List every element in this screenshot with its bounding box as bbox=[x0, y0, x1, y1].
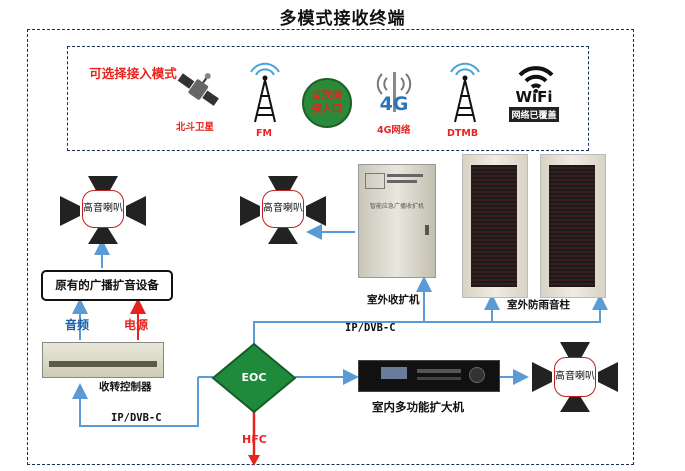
cabinet-handle bbox=[425, 225, 429, 235]
horn-speaker-icon bbox=[532, 342, 618, 412]
dtmb-label: DTMB bbox=[447, 128, 479, 139]
amp-display bbox=[381, 367, 407, 379]
indoor-amplifier-label: 室内多功能扩大机 bbox=[372, 400, 464, 414]
horn-speaker-middle: 高音喇叭 bbox=[232, 174, 334, 246]
indoor-amplifier bbox=[358, 360, 500, 392]
power-label: 电源 bbox=[124, 318, 149, 332]
horn-speaker-icon bbox=[240, 176, 326, 244]
horn-speaker-left: 高音喇叭 bbox=[52, 174, 154, 246]
ip-dvb-c-bottom-label: IP/DVB-C bbox=[111, 412, 162, 424]
source-panel bbox=[67, 46, 589, 151]
column-speaker-1 bbox=[462, 154, 528, 298]
wifi-label: 网络已覆盖 bbox=[509, 107, 559, 122]
speaker-label: 高音喇叭 bbox=[262, 190, 304, 228]
speaker-label: 高音喇叭 bbox=[82, 190, 124, 228]
audio-label: 音频 bbox=[65, 318, 90, 332]
controller-label: 收转控制器 bbox=[99, 381, 152, 393]
horn-speaker-right: 高音喇叭 bbox=[524, 340, 626, 414]
controller-panel bbox=[49, 361, 157, 367]
4g-icon: 4G bbox=[376, 72, 412, 115]
wifi-text: WiFi bbox=[515, 88, 553, 106]
ip-bus-line bbox=[253, 294, 608, 345]
internet-icon: 互联网接入口 bbox=[302, 78, 352, 128]
cabinet-text: 智能应急广播收扩机 bbox=[369, 203, 424, 210]
outdoor-amplifier-label: 室外收扩机 bbox=[367, 294, 420, 306]
internet-label: 互联网接入口 bbox=[312, 91, 342, 115]
existing-broadcast-device: 原有的广播扩音设备 bbox=[41, 270, 173, 301]
outer-frame bbox=[27, 29, 634, 465]
column-grille bbox=[471, 165, 517, 287]
volume-knob-icon bbox=[469, 367, 485, 383]
wifi-icon bbox=[518, 66, 554, 93]
diagram-title: 多模式接收终端 bbox=[279, 9, 406, 29]
column-grille bbox=[549, 165, 595, 287]
cabinet-emblem bbox=[365, 173, 385, 189]
satellite-label: 北斗卫星 bbox=[176, 122, 215, 133]
fm-tower-icon bbox=[250, 62, 280, 123]
speaker-label: 高音喇叭 bbox=[554, 357, 596, 397]
receiver-controller bbox=[42, 342, 164, 378]
ip-dvb-c-top-label: IP/DVB-C bbox=[345, 322, 396, 334]
eoc-label: EOC bbox=[241, 371, 267, 384]
4g-icon-text: 4G bbox=[380, 93, 409, 115]
select-mode-label: 可选择接入模式 bbox=[89, 66, 177, 81]
4g-label: 4G网络 bbox=[377, 125, 411, 136]
satellite-icon bbox=[177, 73, 219, 106]
horn-speaker-icon bbox=[60, 176, 146, 244]
outdoor-column-label: 室外防雨音柱 bbox=[507, 299, 570, 311]
hfc-label: HFC bbox=[242, 433, 267, 446]
outdoor-amplifier-cabinet: 智能应急广播收扩机 bbox=[358, 164, 436, 278]
eoc-node bbox=[211, 342, 297, 414]
column-speaker-2 bbox=[540, 154, 606, 298]
eoc-to-controller-line bbox=[72, 377, 199, 427]
fm-label: FM bbox=[256, 128, 272, 139]
dtmb-tower-icon bbox=[450, 62, 480, 123]
